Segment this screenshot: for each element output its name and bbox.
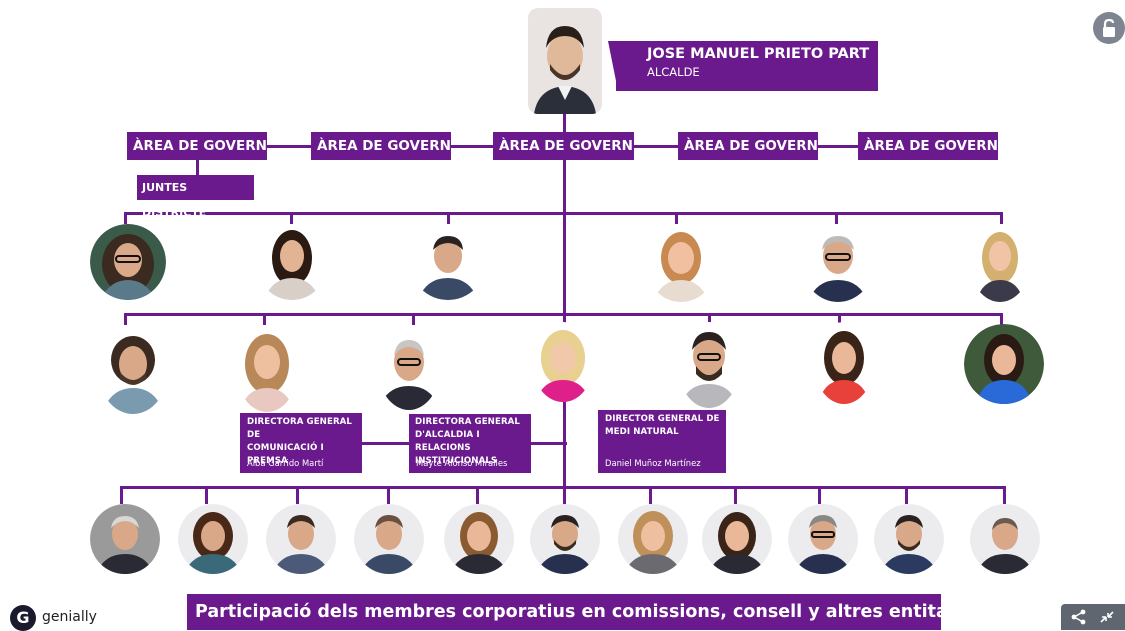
member-photo[interactable] <box>90 224 166 300</box>
area-de-govern-3[interactable]: ÀREA DE GOVERN <box>493 132 634 160</box>
area-de-govern-2[interactable]: ÀREA DE GOVERN <box>311 132 451 160</box>
director-name: Daniel Muñoz Martínez <box>605 458 701 468</box>
director-box-comunicacio[interactable]: DIRECTORA GENERAL DE COMUNICACIÓ I PREMS… <box>240 413 362 473</box>
member-photo[interactable] <box>874 504 944 574</box>
director-box-alcaldia[interactable]: DIRECTORA GENERAL D'ALCALDIA I RELACIONS… <box>409 414 531 473</box>
member-photo[interactable] <box>970 224 1030 302</box>
director-title: DIRECTORA GENERAL DE <box>247 417 352 440</box>
member-photo[interactable] <box>532 322 594 402</box>
share-button[interactable] <box>1069 608 1089 626</box>
member-photo[interactable] <box>236 326 298 412</box>
member-photo[interactable] <box>814 322 874 404</box>
director-title: MEDI NATURAL <box>605 427 679 437</box>
area-de-govern-1[interactable]: ÀREA DE GOVERN <box>127 132 267 160</box>
alcalde-photo[interactable] <box>528 8 602 114</box>
genially-logo[interactable]: G genially <box>10 605 108 631</box>
share-icon <box>1071 609 1086 625</box>
footer-banner[interactable]: Participació dels membres corporatius en… <box>187 594 967 630</box>
member-photo[interactable] <box>702 504 772 574</box>
member-photo[interactable] <box>645 224 717 302</box>
juntes-districte[interactable]: JUNTES DISTRICTE <box>137 175 254 219</box>
member-photo[interactable] <box>530 504 600 574</box>
area-de-govern-4[interactable]: ÀREA DE GOVERN <box>678 132 818 160</box>
director-name: Alba Garrido Martí <box>247 458 324 468</box>
unlock-icon <box>1103 18 1115 37</box>
member-photo[interactable] <box>964 324 1044 404</box>
member-photo[interactable] <box>678 322 740 408</box>
director-box-medi-natural[interactable]: DIRECTOR GENERAL DE MEDI NATURAL Daniel … <box>598 410 726 473</box>
area-de-govern-5[interactable]: ÀREA DE GOVERN <box>858 132 998 160</box>
member-photo[interactable] <box>788 504 858 574</box>
view-controls <box>1061 604 1125 630</box>
member-photo[interactable] <box>970 504 1040 574</box>
genially-g-icon: G <box>10 605 36 631</box>
alcalde-role: ALCALDE <box>647 65 700 79</box>
director-title: D'ALCALDIA I RELACIONS <box>415 430 480 453</box>
member-photo[interactable] <box>178 504 248 574</box>
director-title: DIRECTOR GENERAL DE <box>605 414 720 424</box>
member-photo[interactable] <box>256 224 328 300</box>
member-photo[interactable] <box>266 504 336 574</box>
collapse-icon <box>1100 611 1114 623</box>
member-photo[interactable] <box>802 224 874 302</box>
director-name: Mayte Alonso Miralles <box>416 458 508 468</box>
director-title: DIRECTORA GENERAL <box>415 417 520 427</box>
member-photo[interactable] <box>354 504 424 574</box>
member-photo[interactable] <box>378 326 440 410</box>
alcalde-label: JOSE MANUEL PRIETO PART ALCALDE <box>616 41 878 91</box>
alcalde-name: JOSE MANUEL PRIETO PART <box>647 46 870 62</box>
collapse-button[interactable] <box>1097 608 1117 626</box>
director-title: COMUNICACIÓ I PREMSA <box>247 443 324 466</box>
unlock-button[interactable] <box>1093 12 1125 44</box>
member-photo[interactable] <box>410 224 486 300</box>
director-title: INSTITUCIONALS <box>415 456 498 466</box>
genially-wordmark: genially <box>42 609 97 625</box>
alcalde-label-notch <box>608 41 618 91</box>
member-photo[interactable] <box>618 504 688 574</box>
member-photo[interactable] <box>444 504 514 574</box>
footer-banner-text: Participació dels membres corporatius en… <box>195 602 967 622</box>
member-photo[interactable] <box>98 326 168 414</box>
member-photo[interactable] <box>90 504 160 574</box>
